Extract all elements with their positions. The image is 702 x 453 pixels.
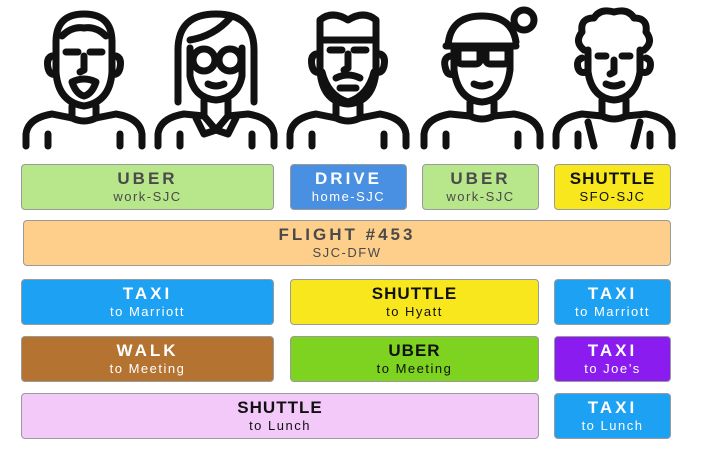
trip-mode-label: UBER xyxy=(388,341,441,361)
trip-mode-label: TAXI xyxy=(587,398,638,418)
trip-taxi-to-lunch[interactable]: TAXI to Lunch xyxy=(554,393,671,439)
person-1-icon xyxy=(22,6,146,150)
trip-uber-work-sjc[interactable]: UBER work-SJC xyxy=(21,164,274,210)
trip-uber-work-sjc-2[interactable]: UBER work-SJC xyxy=(422,164,539,210)
trip-mode-label: TAXI xyxy=(587,284,638,304)
trip-route-label: home-SJC xyxy=(311,188,386,204)
trip-mode-label: TAXI xyxy=(587,341,638,361)
trip-mode-label: FLIGHT #453 xyxy=(278,225,416,245)
trip-flight-453[interactable]: FLIGHT #453 SJC-DFW xyxy=(23,220,671,266)
trip-mode-label: SHUTTLE xyxy=(237,398,323,418)
trip-taxi-to-joes[interactable]: TAXI to Joe’s xyxy=(554,336,671,382)
trip-mode-label: WALK xyxy=(116,341,179,361)
trip-route-label: to Marriott xyxy=(574,303,650,319)
trip-shuttle-to-lunch[interactable]: SHUTTLE to Lunch xyxy=(21,393,539,439)
trip-route-label: work-SJC xyxy=(446,188,515,204)
trip-mode-label: UBER xyxy=(117,169,178,189)
trip-route-label: to Meeting xyxy=(109,360,186,376)
trip-route-label: to Lunch xyxy=(581,417,644,433)
trip-route-label: work-SJC xyxy=(113,188,182,204)
trip-route-label: to Joe’s xyxy=(584,360,641,376)
trip-mode-label: TAXI xyxy=(122,284,173,304)
person-4-icon xyxy=(420,6,544,150)
trip-shuttle-to-hyatt[interactable]: SHUTTLE to Hyatt xyxy=(290,279,539,325)
trip-taxi-to-marriott-2[interactable]: TAXI to Marriott xyxy=(554,279,671,325)
trip-mode-label: SHUTTLE xyxy=(569,169,656,189)
trip-uber-to-meeting[interactable]: UBER to Meeting xyxy=(290,336,539,382)
trip-route-label: to Hyatt xyxy=(386,303,443,319)
trip-route-label: to Meeting xyxy=(376,360,453,376)
trip-mode-label: SHUTTLE xyxy=(371,284,458,304)
person-3-icon xyxy=(286,6,410,150)
trip-drive-home-sjc[interactable]: DRIVE home-SJC xyxy=(290,164,407,210)
trip-mode-label: DRIVE xyxy=(315,169,382,189)
person-2-icon xyxy=(154,6,278,150)
trip-route-label: to Lunch xyxy=(249,417,311,433)
trip-shuttle-sfo-sjc[interactable]: SHUTTLE SFO-SJC xyxy=(554,164,671,210)
trip-walk-to-meeting[interactable]: WALK to Meeting xyxy=(21,336,274,382)
person-5-icon xyxy=(552,6,676,150)
trip-route-label: SFO-SJC xyxy=(579,188,646,204)
trip-mode-label: UBER xyxy=(450,169,511,189)
trip-route-label: SJC-DFW xyxy=(312,244,382,260)
trip-taxi-to-marriott[interactable]: TAXI to Marriott xyxy=(21,279,274,325)
trip-route-label: to Marriott xyxy=(109,303,185,319)
